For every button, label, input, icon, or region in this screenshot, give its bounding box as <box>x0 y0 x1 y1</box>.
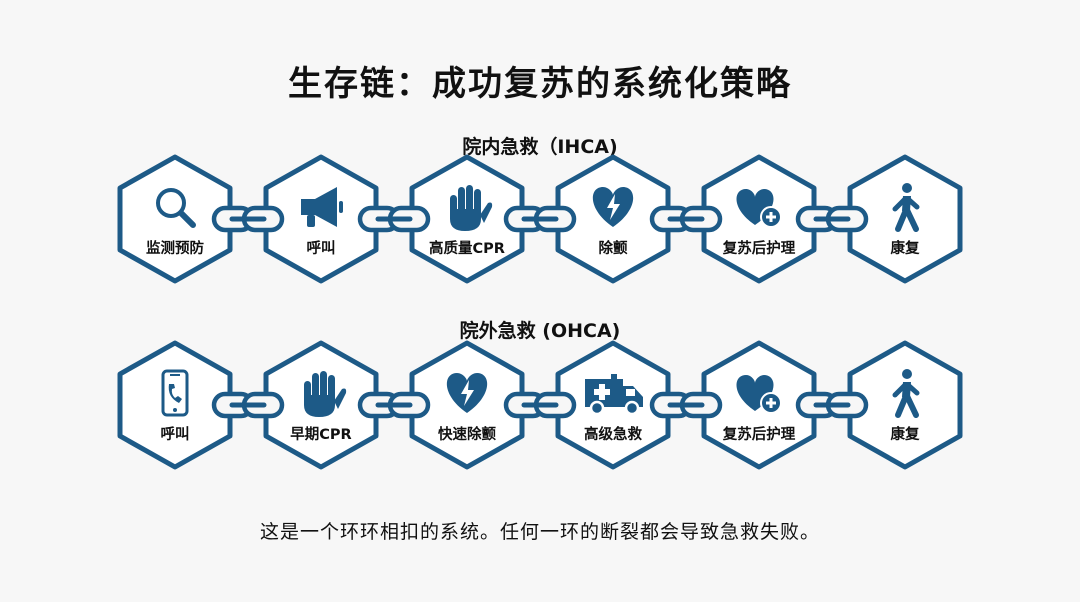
ohca-chain-link-5 <box>795 391 869 419</box>
ihca-chain: 监测预防 呼叫 高质量CPR 除颤 复苏后护理 康复 <box>0 154 1080 284</box>
ohca-step-label: 快速除颤 <box>438 427 496 443</box>
ihca-step-label: 除颤 <box>598 241 628 257</box>
walking-person-icon <box>892 369 920 418</box>
hand-icon <box>304 371 347 417</box>
megaphone-icon <box>301 187 343 227</box>
heart-plus-icon <box>736 189 782 228</box>
phone-icon <box>161 369 189 417</box>
ohca-chain-graphic <box>117 340 963 470</box>
walking-person-icon <box>892 183 920 232</box>
ihca-chain-graphic <box>117 154 963 284</box>
ihca-chain-link-5 <box>795 205 869 233</box>
ihca-step-label: 呼叫 <box>306 241 336 257</box>
ihca-step-label: 康复 <box>890 241 920 257</box>
ohca-step-label: 高级急救 <box>584 427 642 443</box>
heart-plus-icon <box>736 375 782 414</box>
ihca-step-label: 复苏后护理 <box>722 241 796 257</box>
ihca-chain-link-1 <box>211 205 285 233</box>
heart-bolt-icon <box>446 373 488 413</box>
ambulance-icon <box>585 374 643 416</box>
ohca-step-label: 康复 <box>890 427 920 443</box>
ohca-step-label: 复苏后护理 <box>722 427 796 443</box>
magnifier-icon <box>156 188 196 228</box>
footer-note: 这是一个环环相扣的系统。任何一环的断裂都会导致急救失败。 <box>259 521 820 543</box>
ohca-chain-link-3 <box>503 391 577 419</box>
ihca-step-hexagon-2 <box>263 154 379 284</box>
hand-icon <box>450 185 493 231</box>
ihca-chain-link-2 <box>357 205 431 233</box>
ohca-chain: 呼叫 早期CPR 快速除颤 高级急救 复苏后护理 康复 <box>0 340 1080 470</box>
ohca-step-label: 呼叫 <box>160 427 190 443</box>
ohca-chain-link-1 <box>211 391 285 419</box>
ohca-chain-link-4 <box>649 391 723 419</box>
ihca-section-title: 院内急救（IHCA) <box>462 136 618 158</box>
page-title: 生存链：成功复苏的系统化策略 <box>288 64 792 104</box>
heart-bolt-icon <box>592 187 634 227</box>
ihca-chain-link-4 <box>649 205 723 233</box>
ihca-step-hexagon-1 <box>117 154 233 284</box>
ohca-step-label: 早期CPR <box>290 427 352 443</box>
ihca-chain-link-3 <box>503 205 577 233</box>
ohca-section-title: 院外急救 (OHCA) <box>459 320 621 342</box>
ohca-chain-link-2 <box>357 391 431 419</box>
ihca-step-label: 高质量CPR <box>429 241 505 257</box>
ihca-step-label: 监测预防 <box>146 241 204 257</box>
ohca-step-hexagon-1 <box>117 340 233 470</box>
